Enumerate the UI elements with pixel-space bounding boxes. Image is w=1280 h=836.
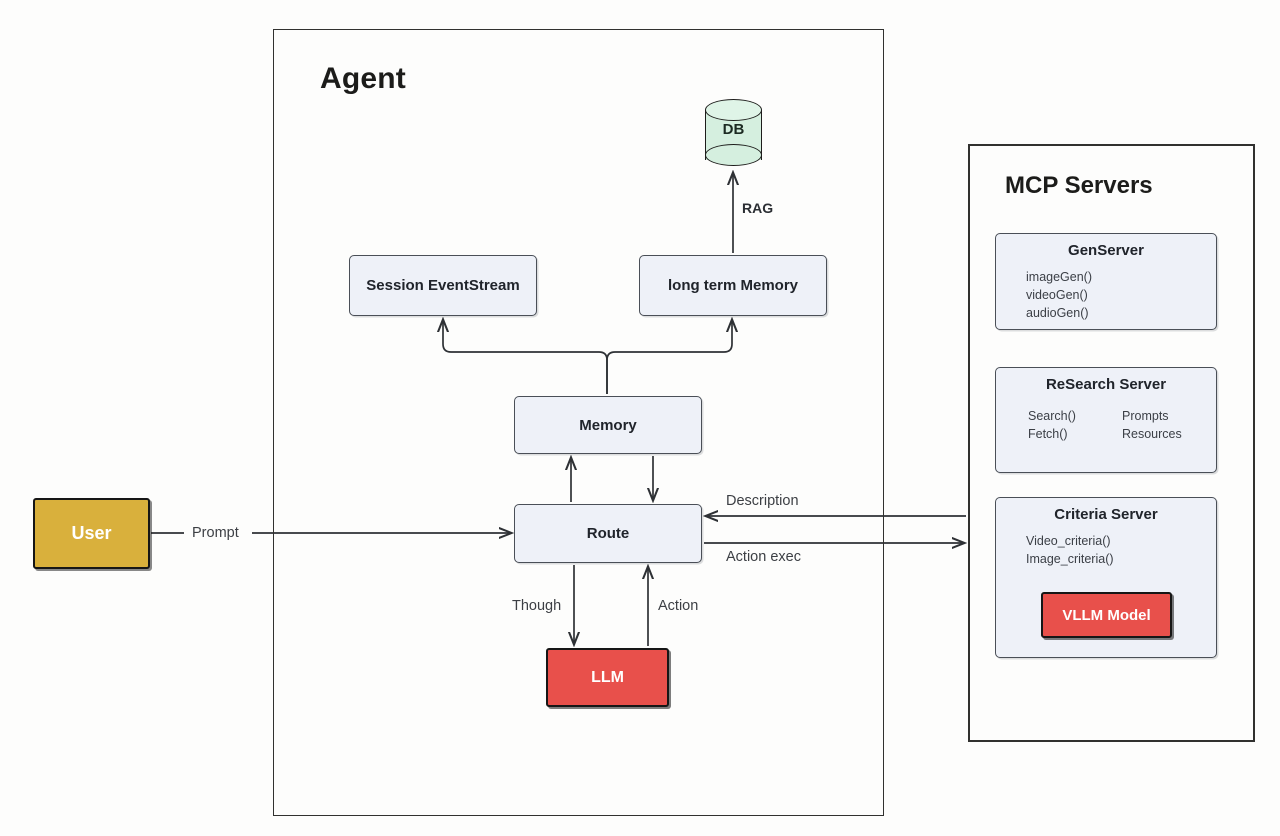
node-user[interactable]: User [33,498,150,569]
api-item: Image_criteria() [1026,552,1114,566]
api-item: Search() [1028,409,1076,423]
mcp-servers-title: MCP Servers [1005,172,1153,199]
db-cylinder-bottom [705,144,762,166]
api-item: Fetch() [1028,427,1068,441]
edge-label-prompt: Prompt [188,525,243,541]
api-item: videoGen() [1026,288,1088,302]
card-research-server-apis: Search() Fetch() Prompts Resources [1028,407,1216,443]
node-vllm-model[interactable]: VLLM Model [1041,592,1172,638]
node-llm[interactable]: LLM [546,648,669,707]
api-column-right: Prompts Resources [1122,407,1216,443]
card-research-server-title: ReSearch Server [1045,376,1167,393]
db-node[interactable]: DB [705,99,762,169]
api-item: Resources [1122,427,1182,441]
edge-label-action-exec: Action exec [726,549,801,565]
api-item: Video_criteria() [1026,534,1111,548]
node-route-label: Route [586,525,630,542]
node-user-label: User [71,523,112,543]
card-genserver-apis: imageGen() videoGen() audioGen() [1026,268,1216,322]
node-long-term-memory-label: long term Memory [667,277,799,294]
api-column-left: Search() Fetch() [1028,407,1122,443]
api-item: Prompts [1122,409,1169,423]
db-label: DB [722,121,745,138]
node-memory[interactable]: Memory [514,396,702,454]
node-llm-label: LLM [591,668,624,686]
edge-label-rag: RAG [742,200,774,216]
node-memory-label: Memory [579,416,637,434]
node-session-eventstream[interactable]: Session EventStream [349,255,537,316]
db-cylinder-top [705,99,762,121]
api-item: imageGen() [1026,270,1092,284]
card-research-server[interactable]: ReSearch Server Search() Fetch() Prompts… [995,367,1217,473]
card-genserver[interactable]: GenServer imageGen() videoGen() audioGen… [995,233,1217,330]
node-session-eventstream-label: Session EventStream [366,277,520,294]
node-route[interactable]: Route [514,504,702,563]
api-item: audioGen() [1026,306,1089,320]
edge-label-action: Action [658,598,699,614]
node-vllm-model-label: VLLM Model [1062,606,1151,624]
agent-title: Agent [320,62,406,95]
agent-container [273,29,884,816]
card-criteria-server-title: Criteria Server [1054,506,1158,523]
edge-label-description: Description [726,493,799,509]
edge-label-though: Though [512,598,562,614]
mcp-servers-container [968,144,1255,742]
card-criteria-server-apis: Video_criteria() Image_criteria() [1026,532,1216,568]
card-criteria-server[interactable]: Criteria Server Video_criteria() Image_c… [995,497,1217,658]
node-long-term-memory[interactable]: long term Memory [639,255,827,316]
card-genserver-title: GenServer [1068,242,1144,259]
